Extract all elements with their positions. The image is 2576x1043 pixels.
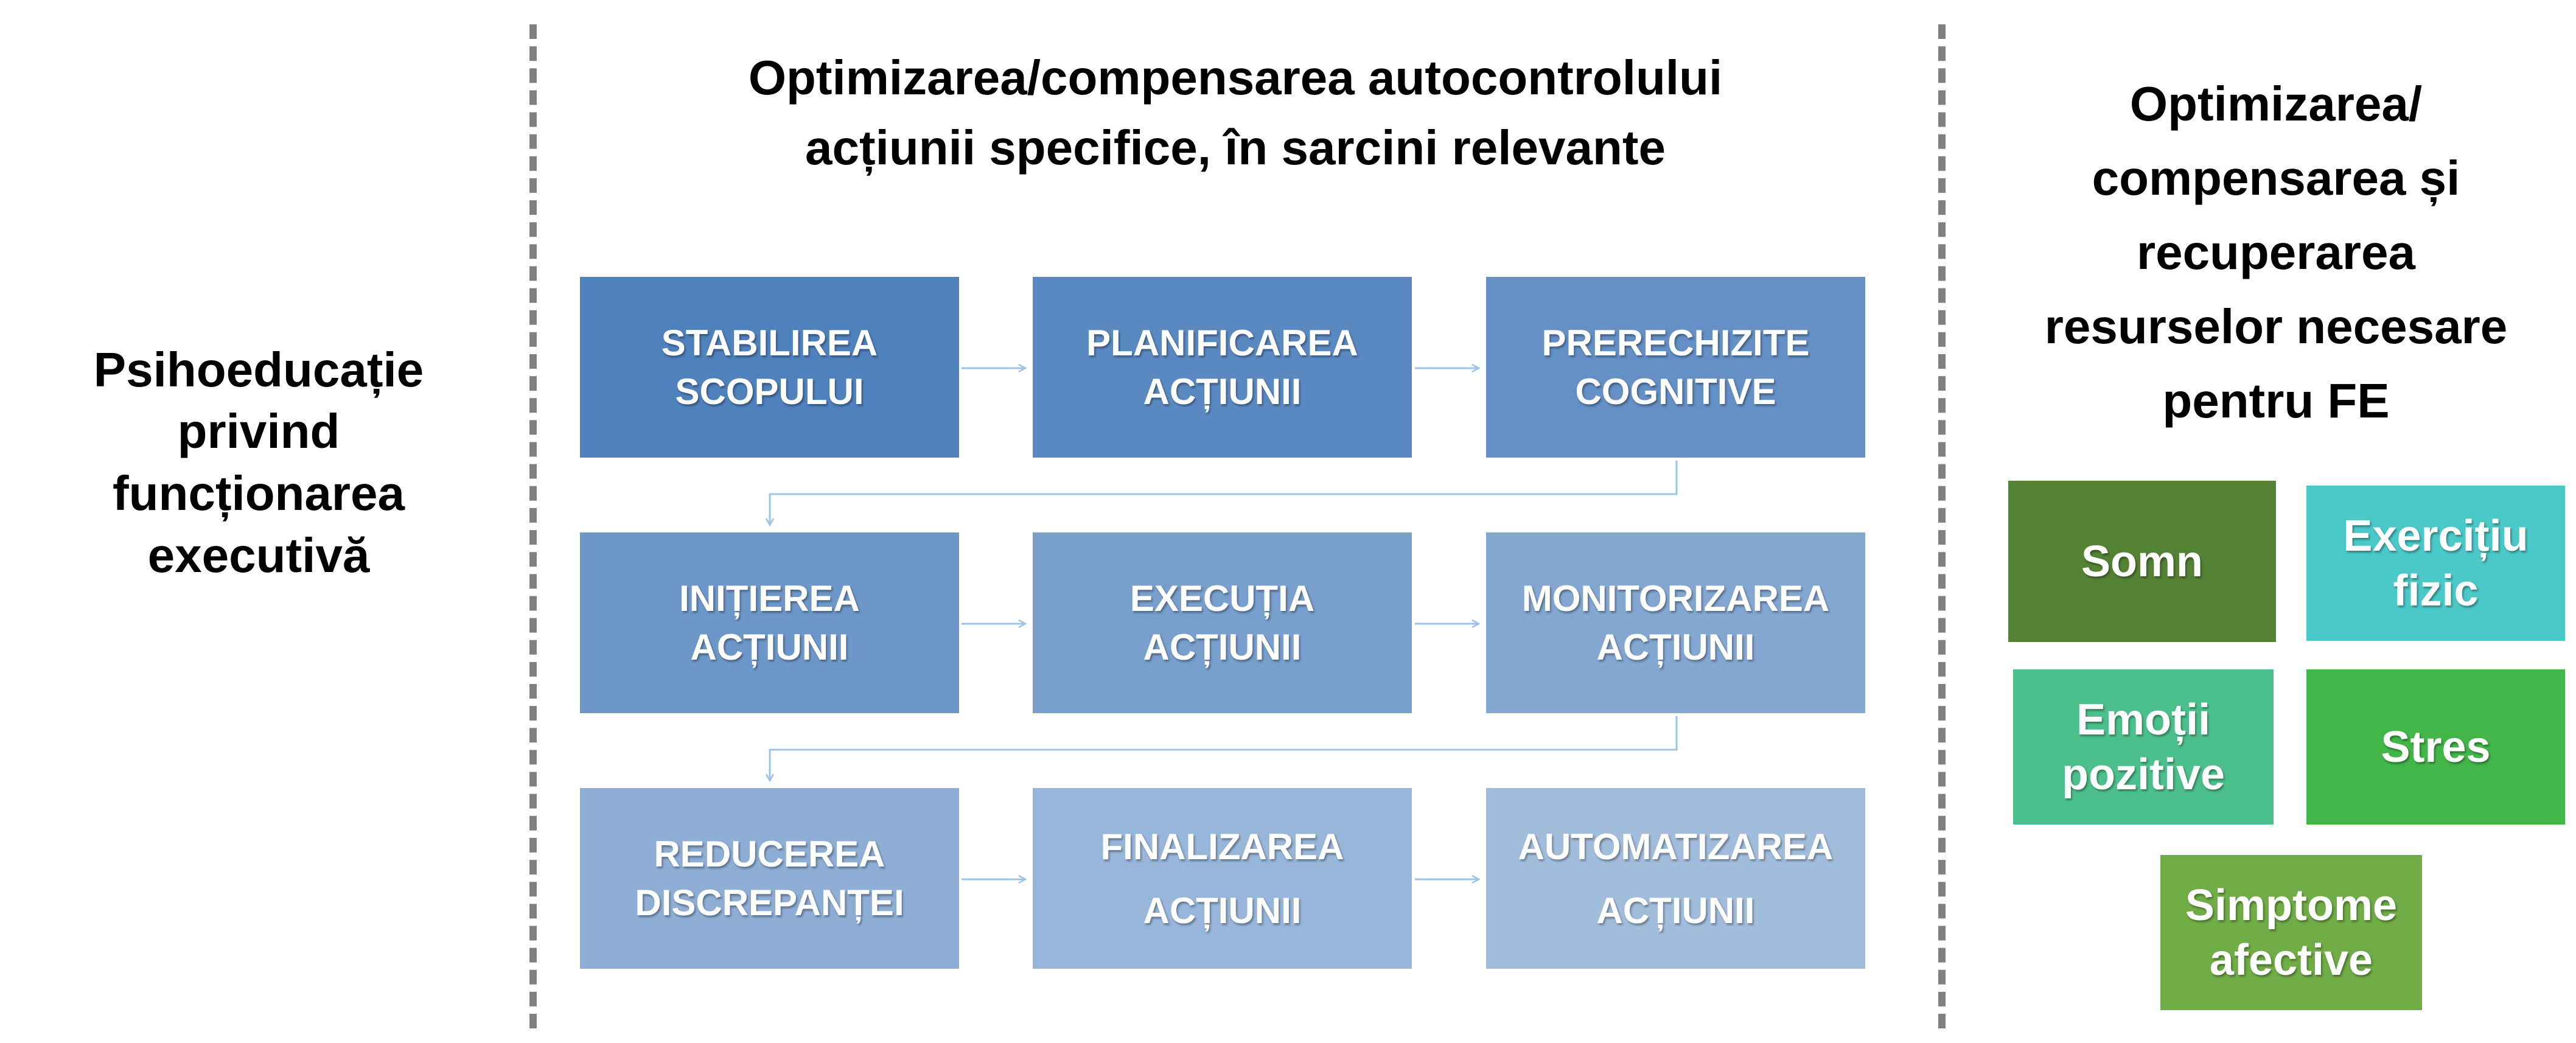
center-panel-title: Optimizarea/compensarea autocontrolului …	[748, 51, 1723, 175]
right-panel-title: Optimizarea/ compensarea și recuperarea …	[2044, 77, 2508, 428]
step-initierea-actiunii: INIȚIEREA ACȚIUNII	[580, 532, 959, 713]
arrow-6-7	[770, 716, 1678, 781]
resource-emotii-pozitive: Emoții pozitive	[2013, 669, 2274, 825]
right-divider	[1938, 24, 1946, 1028]
step-planificarea-actiunii: PLANIFICAREA ACȚIUNII	[1033, 277, 1412, 458]
step-automatizarea-actiunii: AUTOMATIZAREA ACȚIUNII	[1486, 788, 1865, 969]
step-reducerea-discrepantei: REDUCEREA DISCREPANȚEI	[580, 788, 959, 969]
resource-simptome-afective: Simptome afective	[2160, 855, 2422, 1010]
left-divider	[529, 24, 537, 1028]
step-monitorizarea-actiunii: MONITORIZAREA ACȚIUNII	[1486, 532, 1865, 713]
step-executia-actiunii: EXECUȚIA ACȚIUNII	[1033, 532, 1412, 713]
step-stabilirea-scopului: STABILIREA SCOPULUI	[580, 277, 959, 458]
step-finalizarea-actiunii: FINALIZAREA ACȚIUNII	[1033, 788, 1412, 969]
left-panel-title: Psihoeducație privind funcționarea execu…	[93, 342, 424, 582]
arrow-3-4	[770, 461, 1678, 525]
resource-somn: Somn	[2008, 481, 2276, 642]
step-prerechizite-cognitive: PRERECHIZITE COGNITIVE	[1486, 277, 1865, 458]
resource-stres: Stres	[2306, 669, 2565, 825]
resource-exercitiu-fizic: Exercițiu fizic	[2306, 486, 2565, 641]
